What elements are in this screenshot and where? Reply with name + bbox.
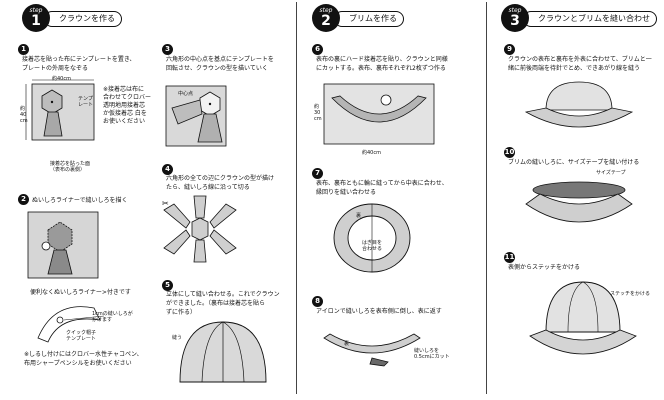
step-1-title: クラウンを作る [44, 11, 122, 27]
liner-note: 便利なくぬいしろライナー>付きです [30, 289, 131, 296]
item-9-text: クラウンの表布と裏布を外表に合わせて、ブリムと一 緒に前後両端を待針でとめ、でき… [508, 56, 652, 72]
size-tape-label: サイズテープ [596, 170, 626, 176]
step-number: 3 [510, 13, 520, 29]
item-10-number: 10 [504, 147, 515, 158]
item-5-text: 立体にして縫い合わせる。これでクラウン ができました。（裏布は接着芯を貼ら ずに… [166, 291, 280, 316]
brim-ring-illustration [333, 203, 411, 273]
quick-template-illustration [37, 306, 105, 343]
brim-height-label: 約 30 cm [314, 104, 322, 122]
brim-width-label: 約40cm [362, 150, 381, 156]
step-label: step [29, 7, 43, 14]
brim-pattern-illustration [323, 83, 435, 145]
trim-seam-label: 縫いしろを 0.5cmにカット [414, 348, 450, 360]
interfacing-note: ※接着芯は布に 合わせてクロバー 透明地用接着芯 か仮接着芯 白を お使いくださ… [103, 86, 152, 125]
dim-width-label: 約40cm [52, 76, 71, 82]
item-11-number: 11 [504, 252, 515, 263]
item-3-text: 六角形の中心点を基点にテンプレートを 回転させ、クラウンの型を描いていく [166, 56, 274, 72]
step-label: step [508, 7, 522, 14]
item-8-text: アイロンで縫いしろを表布側に倒し、表に返す [316, 308, 442, 315]
join-crown-brim-illustration [524, 81, 634, 128]
step-3-badge: step 3 [501, 4, 529, 32]
item-5-number: 5 [162, 280, 173, 291]
iron-brim-illustration [323, 333, 421, 367]
item-7-number: 7 [312, 168, 323, 179]
quick-template-label: クイック帽子 テンプレート [66, 330, 97, 342]
cut-crown-illustration: ✂ [162, 195, 237, 263]
step-number: 2 [321, 13, 331, 29]
item-1-text: 接着芯を貼った布にテンプレートを置き、 プレートの外周をなぞる [22, 56, 136, 72]
step-3-title: クラウンとブリムを縫い合わせ [523, 11, 657, 27]
size-tape-illustration [525, 181, 633, 223]
step-2-badge: step 2 [312, 4, 340, 32]
seam-match-label: はぎ目を 合わせる [362, 240, 383, 252]
column-divider-2 [486, 2, 487, 394]
ura-label-2: 裏 [344, 341, 350, 347]
item-7-text: 表布、裏布ともに輪に縫ってから中表に合わせ、 縁回りを縫い合わせる [316, 180, 448, 196]
item-1-number: 1 [18, 44, 29, 55]
center-point-label: 中心点 [178, 91, 194, 97]
item-4-text: 六角形の全ての辺にクラウンの型が描け たら、縫いしろ線に沿って切る [166, 175, 275, 191]
column-divider-1 [296, 2, 297, 394]
step-number: 1 [31, 13, 41, 29]
item-9-number: 9 [504, 44, 515, 55]
dim-height-label: 約 40 cm [20, 106, 28, 124]
item-6-text: 表布の裏にハード接着芯を貼り、クラウンと同様 にカットする。表布、裏布それぞれ2… [316, 56, 448, 72]
item-2-text: ぬいしろライナーで縫いしろを描く [32, 197, 128, 204]
item-4-number: 4 [162, 164, 173, 175]
item-3-number: 3 [162, 44, 173, 55]
svg-text:✂: ✂ [162, 199, 169, 208]
item-10-text: ブリムの縫いしろに、サイズテープを縫い付ける [508, 159, 640, 166]
step-2-title: ブリムを作る [334, 11, 404, 27]
ura-label-1: 裏 [356, 213, 362, 219]
item-8-number: 8 [312, 296, 323, 307]
marking-note: ※しるし付けにはクロバー水性チャコペン、 布用シャープペンシルをお使いください [24, 351, 143, 367]
seam-allowance-label: 1cmの縫いしろが かけます [92, 311, 133, 323]
item-2-number: 2 [18, 194, 29, 205]
rotate-template-illustration [165, 85, 227, 147]
stitch-label: ステッチをかける [610, 291, 651, 297]
assembled-crown-illustration [179, 321, 267, 383]
fabric-template-illustration [25, 79, 95, 141]
item-6-number: 6 [312, 44, 323, 55]
seam-liner-illustration [27, 211, 99, 279]
template-label: テンプ レート [78, 96, 94, 108]
step-label: step [319, 7, 333, 14]
sew-label: 縫う [172, 335, 183, 341]
item-11-text: 表側からステッチをかける [508, 264, 581, 271]
step-1-badge: step 1 [22, 4, 50, 32]
finished-hat-illustration [529, 281, 637, 355]
fabric-side-label: 接着芯を貼った面 （表布の裏側） [50, 161, 91, 173]
